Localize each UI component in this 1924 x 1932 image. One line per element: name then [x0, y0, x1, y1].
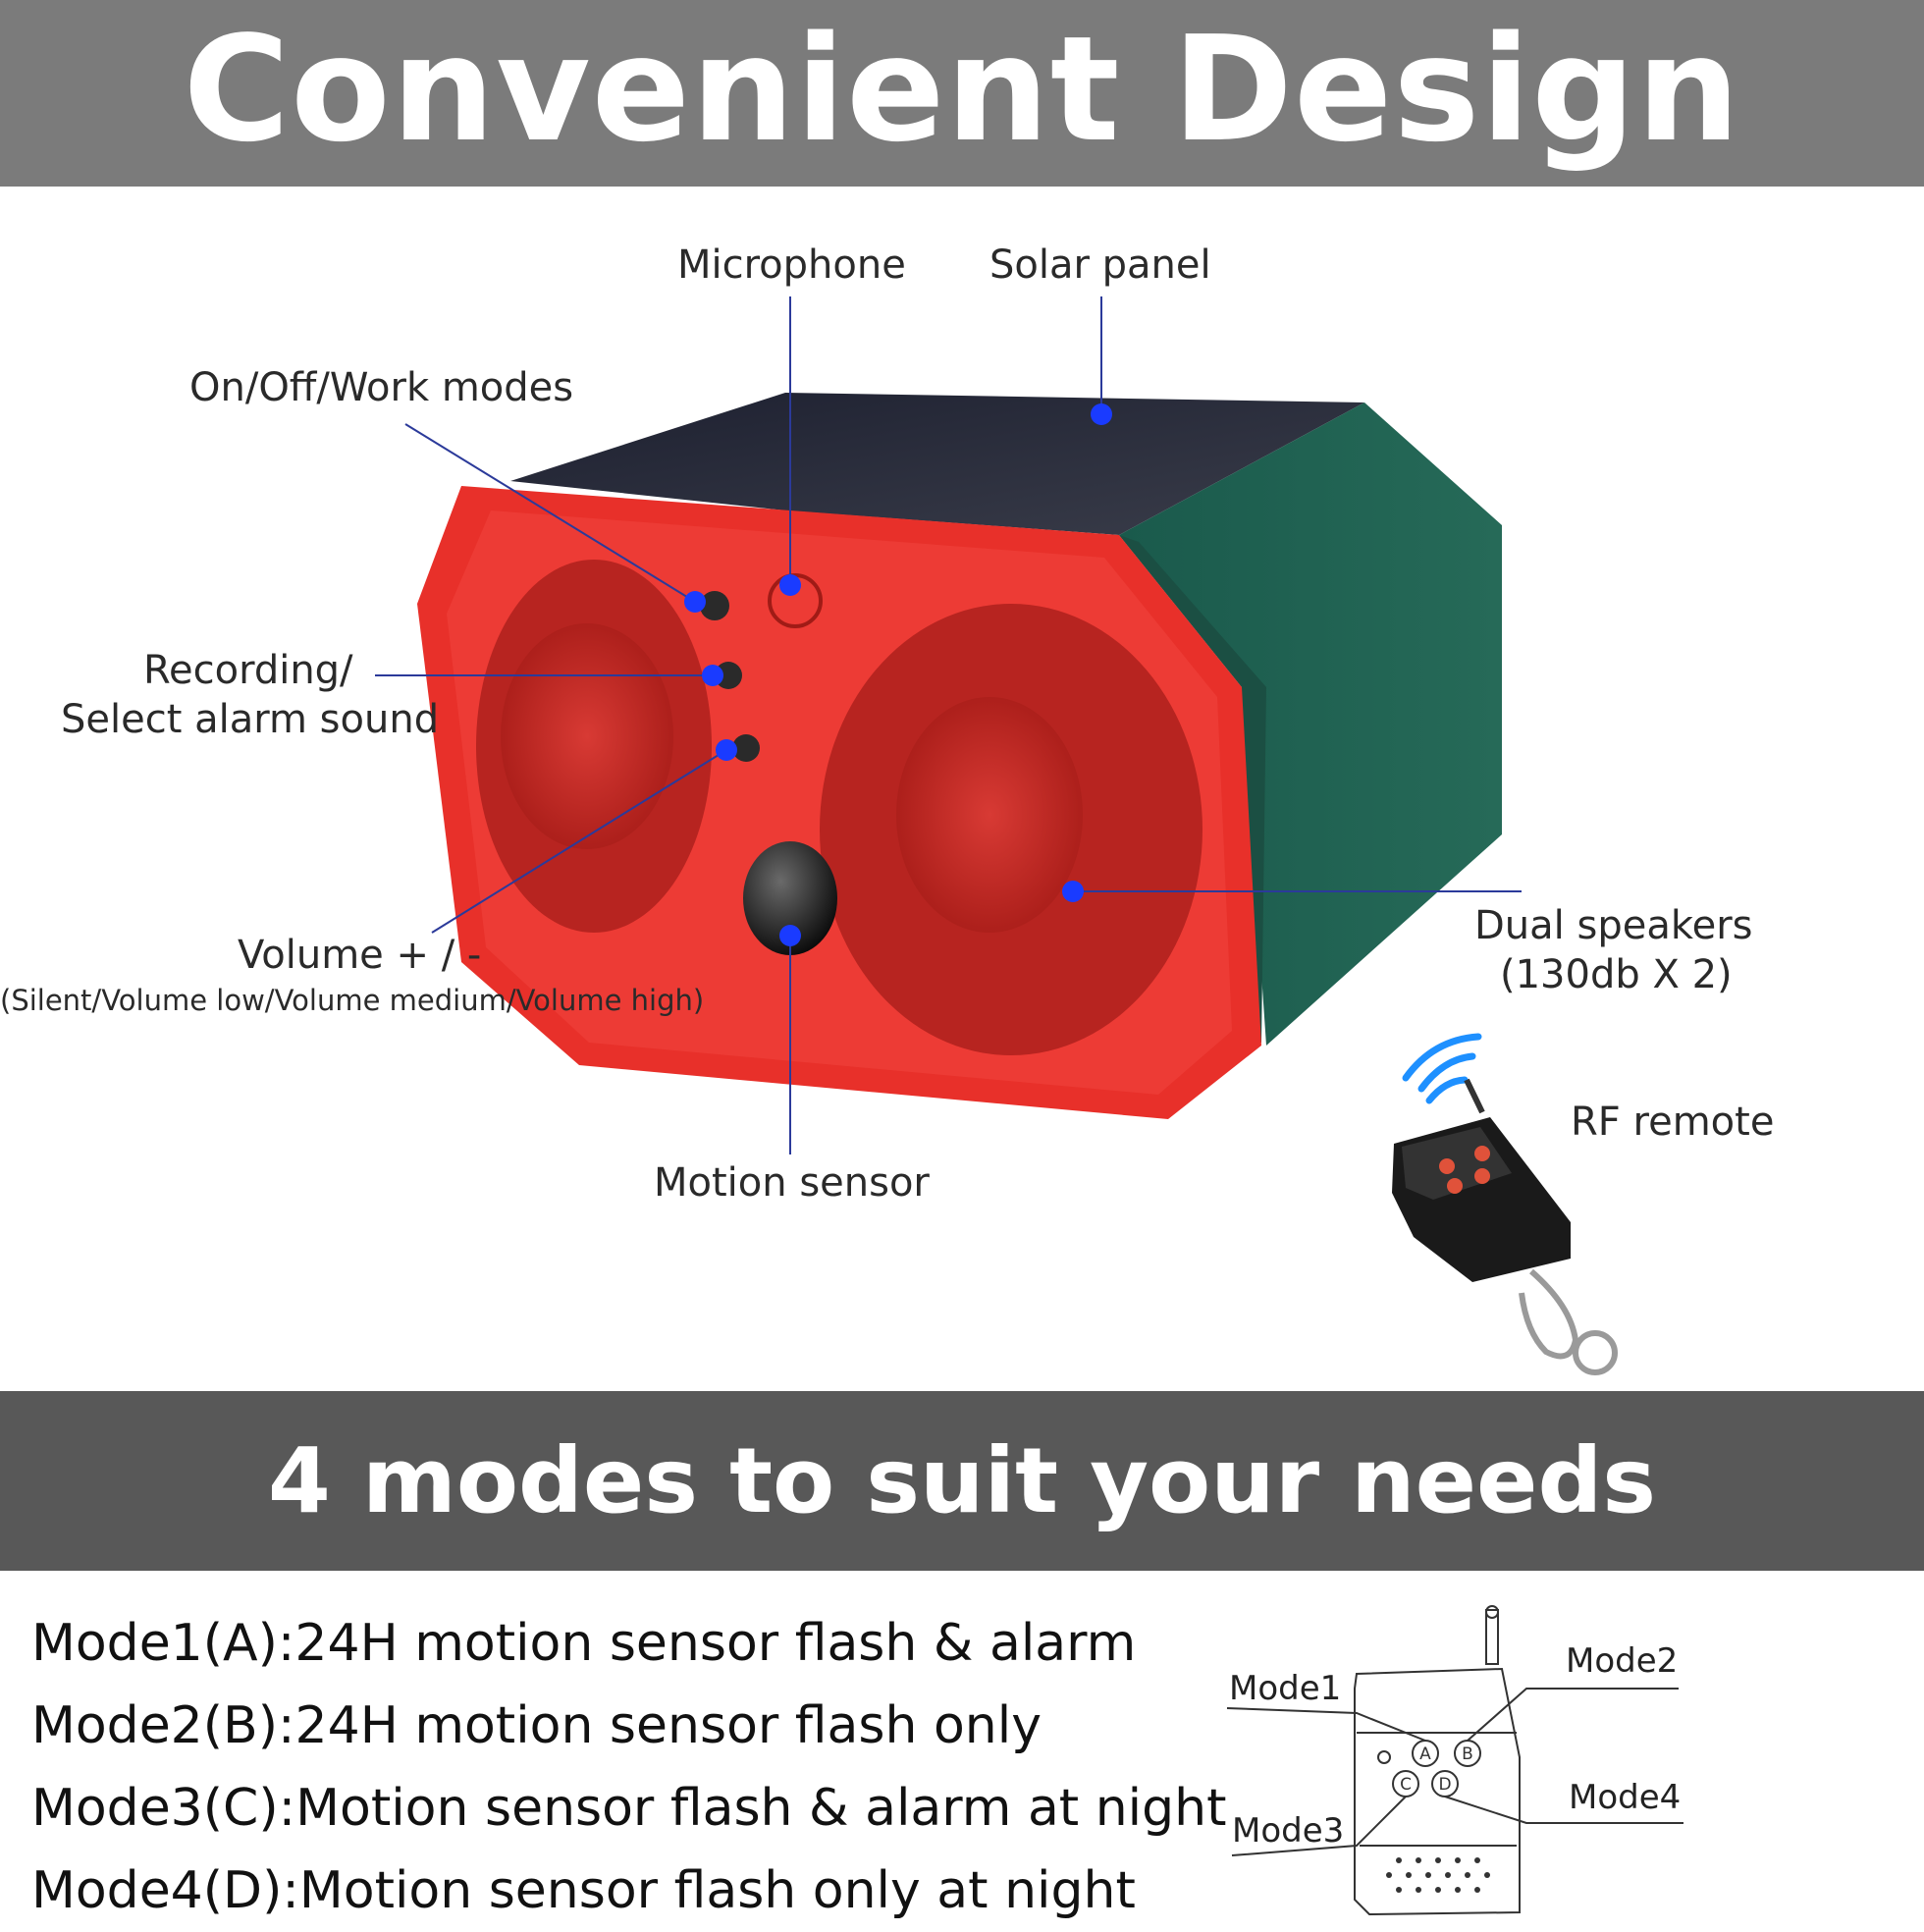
page-title: Convenient Design [183, 5, 1741, 174]
remote-label-mode3: Mode3 [1232, 1811, 1345, 1851]
volume-button [732, 734, 760, 762]
power-button [700, 591, 729, 620]
remote-button-c: C [1400, 1775, 1412, 1795]
remote-button-letters: A B C D [1400, 1744, 1473, 1795]
modes-list: Mode1(A):24H motion sensor flash & alarm… [31, 1602, 1226, 1932]
remote-line-diagram [1226, 1605, 1684, 1916]
marker-dots [684, 403, 1112, 946]
callout-speakers-line2: (130db X 2) [1500, 952, 1733, 997]
remote-speaker-dots [1386, 1857, 1490, 1893]
mode-item-2: Mode2(B):24H motion sensor flash only [31, 1696, 1042, 1755]
remote-button-a: A [1419, 1744, 1431, 1764]
callout-solar-panel: Solar panel [989, 242, 1211, 288]
top-banner: Convenient Design [0, 0, 1924, 187]
right-speaker [896, 697, 1083, 933]
solar-panel-surface [510, 393, 1364, 535]
modes-banner: 4 modes to suit your needs [0, 1391, 1924, 1571]
leader-lines [375, 296, 1522, 1154]
callout-recording-line1: Recording/ [143, 648, 353, 693]
callout-volume-levels: (Silent/Volume low/Volume medium/Volume … [0, 984, 705, 1017]
motion-sensor-lens [743, 841, 837, 955]
remote-button-d: D [1438, 1775, 1451, 1795]
callout-rf-remote: RF remote [1571, 1100, 1775, 1145]
callout-motion-sensor: Motion sensor [654, 1160, 930, 1206]
remote-label-mode4: Mode4 [1569, 1778, 1682, 1817]
callout-volume: Volume + / - [238, 933, 482, 978]
remote-label-mode2: Mode2 [1566, 1641, 1679, 1681]
device-side-body [1119, 402, 1502, 1046]
microphone-grille [768, 573, 823, 628]
remote-button-b: B [1462, 1744, 1473, 1764]
callout-power-modes: On/Off/Work modes [189, 365, 574, 410]
record-button [715, 662, 742, 689]
mode-item-3: Mode3(C):Motion sensor flash & alarm at … [31, 1779, 1227, 1838]
callout-speakers-line1: Dual speakers [1474, 903, 1753, 948]
left-speaker [501, 623, 673, 849]
callout-microphone: Microphone [677, 242, 906, 288]
modes-title: 4 modes to suit your needs [267, 1428, 1657, 1533]
mode-item-4: Mode4(D):Motion sensor flash only at nig… [31, 1861, 1136, 1920]
mode-item-1: Mode1(A):24H motion sensor flash & alarm [31, 1614, 1137, 1673]
rf-remote-photo [1392, 1033, 1618, 1375]
wireless-signal-icon [1402, 1033, 1482, 1104]
remote-label-mode1: Mode1 [1229, 1669, 1342, 1708]
callout-recording-line2: Select alarm sound [61, 697, 440, 742]
